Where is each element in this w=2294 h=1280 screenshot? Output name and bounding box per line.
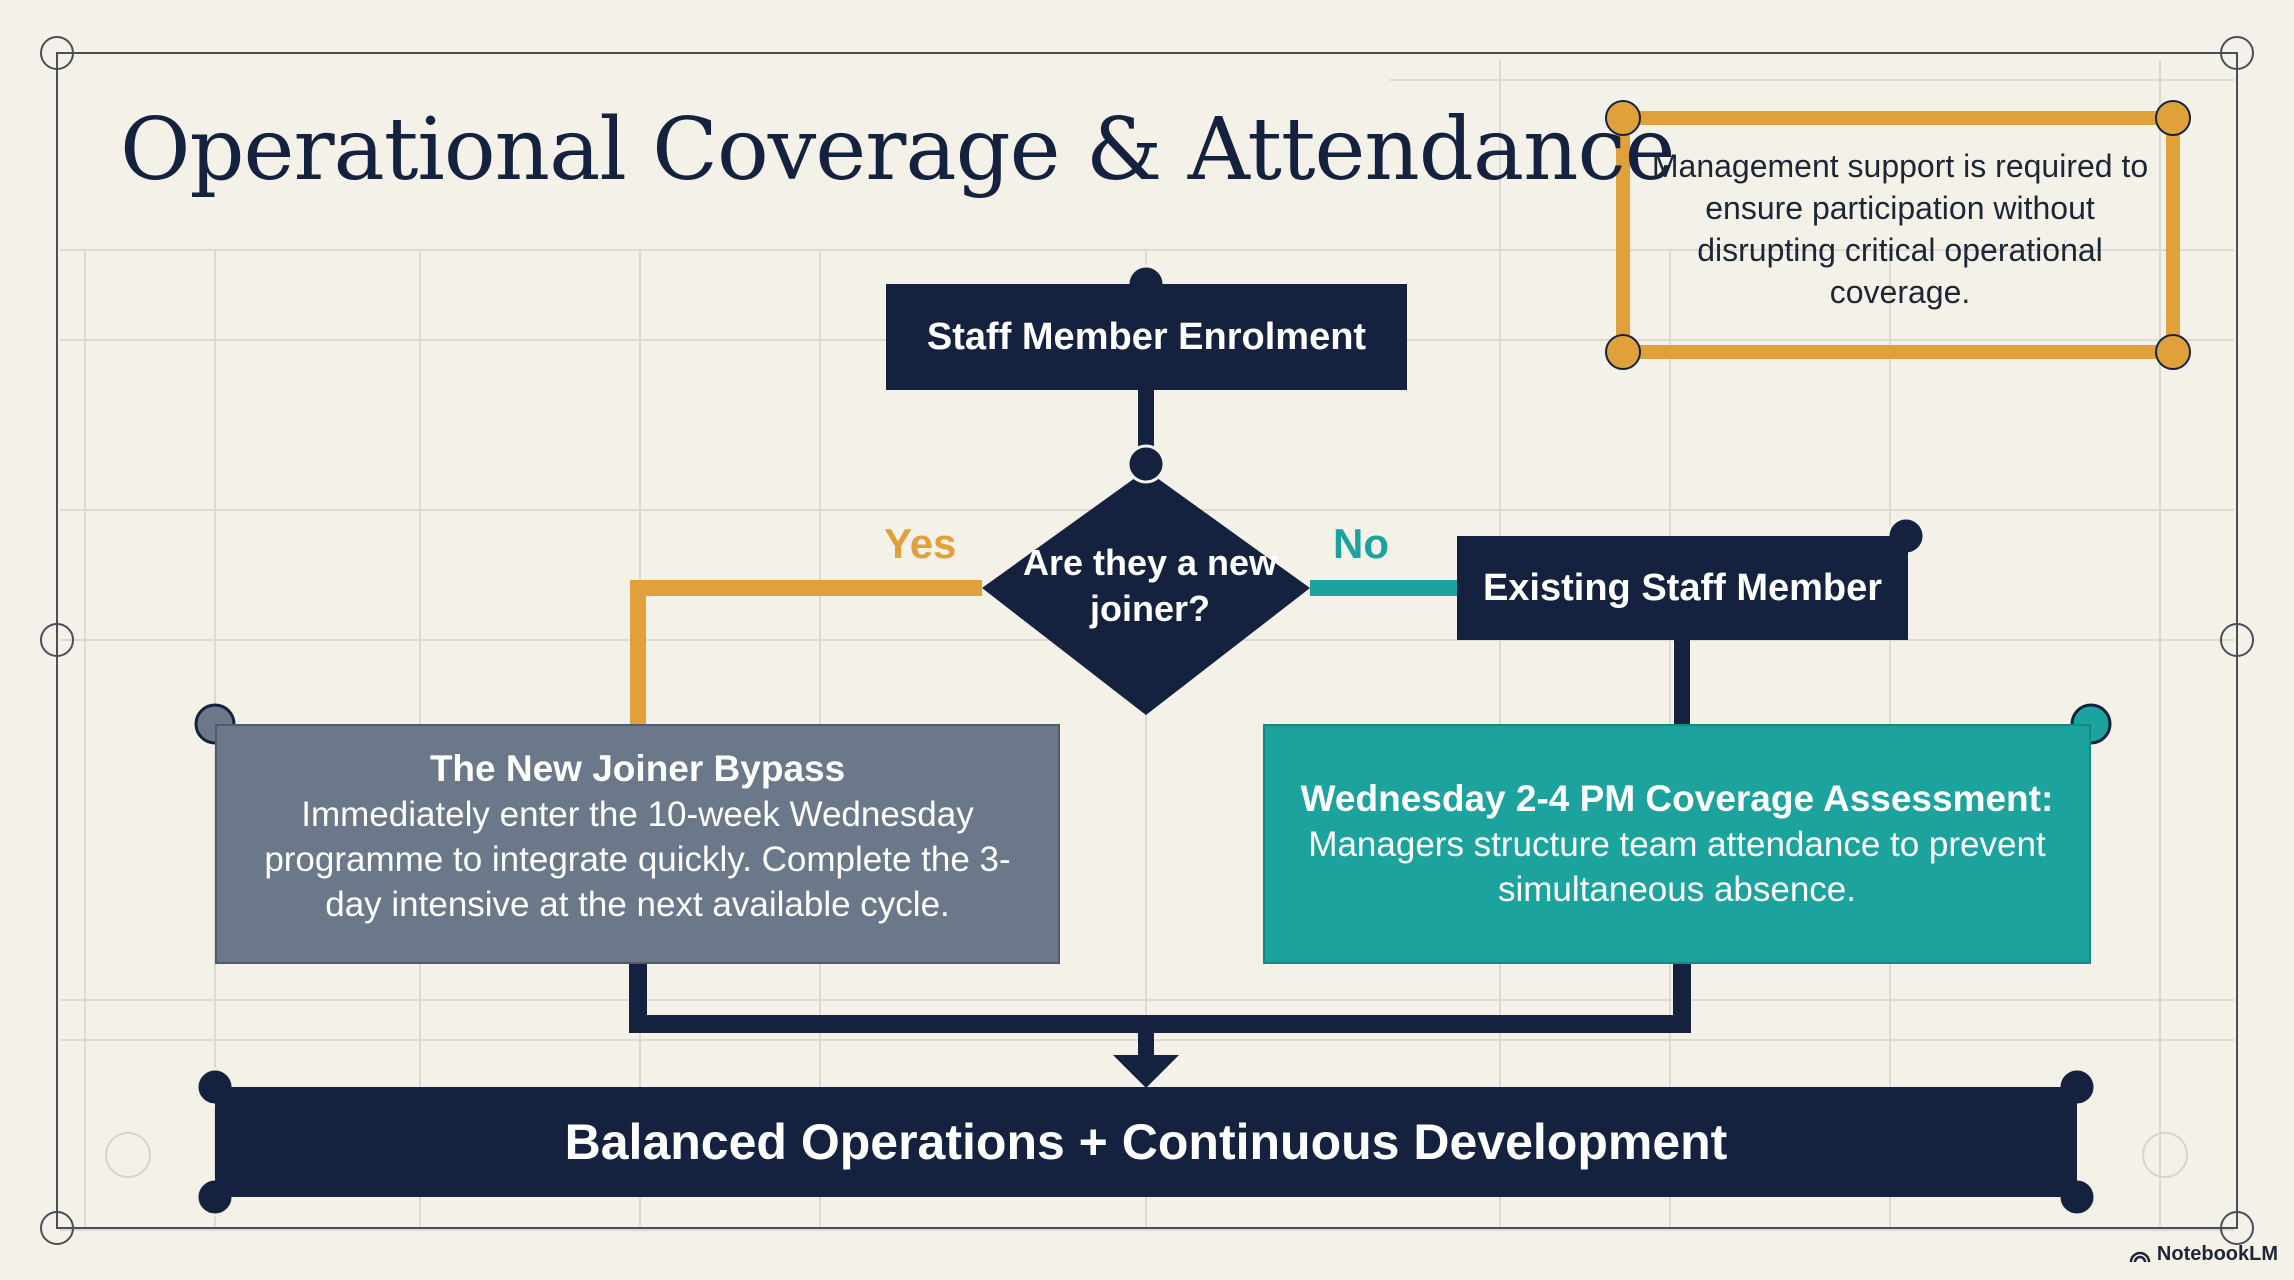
note-frame-corners	[1605, 100, 2191, 370]
edge-label-no: No	[1333, 520, 1389, 567]
note-frame	[1616, 111, 2180, 359]
decision-question: Are they a new joiner?	[1022, 542, 1278, 629]
connector-merge	[629, 964, 1691, 1033]
decision-diamond	[982, 470, 1310, 715]
management-support-note: Management support is required to ensure…	[1651, 148, 2149, 310]
bypass-body: Immediately enter the 10-week Wednesday …	[264, 795, 1011, 924]
coverage-title: Wednesday 2-4 PM Coverage Assessment:	[1300, 778, 2054, 819]
faint-rings	[105, 1132, 2188, 1178]
page-title: Operational Coverage & Attendance	[120, 100, 1676, 200]
arrow-head-down	[1113, 1055, 1179, 1088]
node-existing-staff: Existing Staff Member	[1457, 536, 1908, 640]
brand-name: NotebookLM	[2156, 1243, 2278, 1265]
notebooklm-logo-icon	[2129, 1251, 2151, 1262]
coverage-body: Managers structure team attendance to pr…	[1308, 825, 2046, 909]
frame-corner-rings	[40, 36, 2254, 1245]
node-balanced-operations: Balanced Operations + Continuous Develop…	[215, 1087, 2077, 1197]
node-coverage-assessment: Wednesday 2-4 PM Coverage Assessment: Ma…	[1263, 724, 2091, 964]
bypass-title: The New Joiner Bypass	[429, 748, 846, 789]
node-new-joiner-bypass: The New Joiner Bypass Immediately enter …	[215, 724, 1060, 964]
brand-watermark: NotebookLM	[2129, 1243, 2278, 1266]
connector-yes	[630, 580, 982, 724]
node-staff-enrolment: Staff Member Enrolment	[886, 284, 1407, 390]
outer-frame	[56, 52, 2238, 1229]
edge-label-yes: Yes	[884, 520, 957, 567]
